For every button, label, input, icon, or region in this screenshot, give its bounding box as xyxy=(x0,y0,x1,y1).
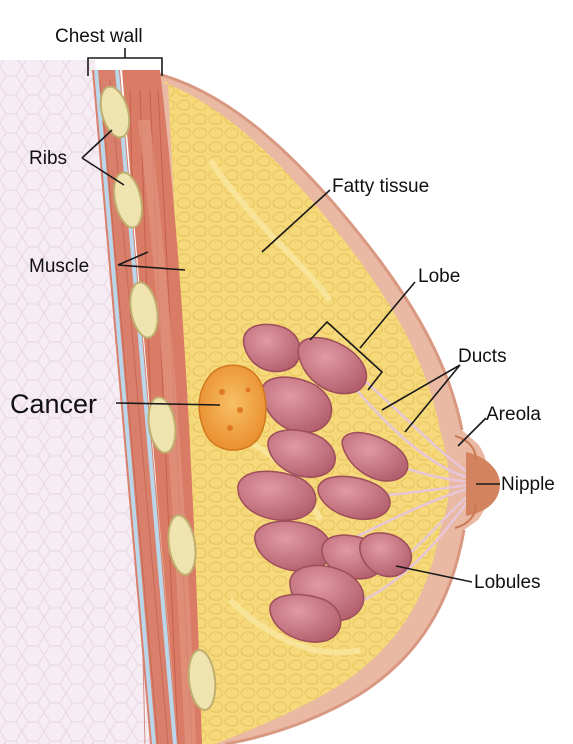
label-fatty-tissue: Fatty tissue xyxy=(332,176,429,197)
label-ducts: Ducts xyxy=(458,346,507,367)
label-lobe: Lobe xyxy=(418,266,460,287)
label-lobules: Lobules xyxy=(474,572,541,593)
label-areola: Areola xyxy=(486,404,541,425)
label-chest-wall: Chest wall xyxy=(55,26,143,47)
cancer-tumor xyxy=(199,365,266,450)
label-nipple: Nipple xyxy=(501,474,555,495)
label-muscle: Muscle xyxy=(29,256,89,277)
label-cancer: Cancer xyxy=(10,389,97,419)
label-ribs: Ribs xyxy=(29,148,67,169)
